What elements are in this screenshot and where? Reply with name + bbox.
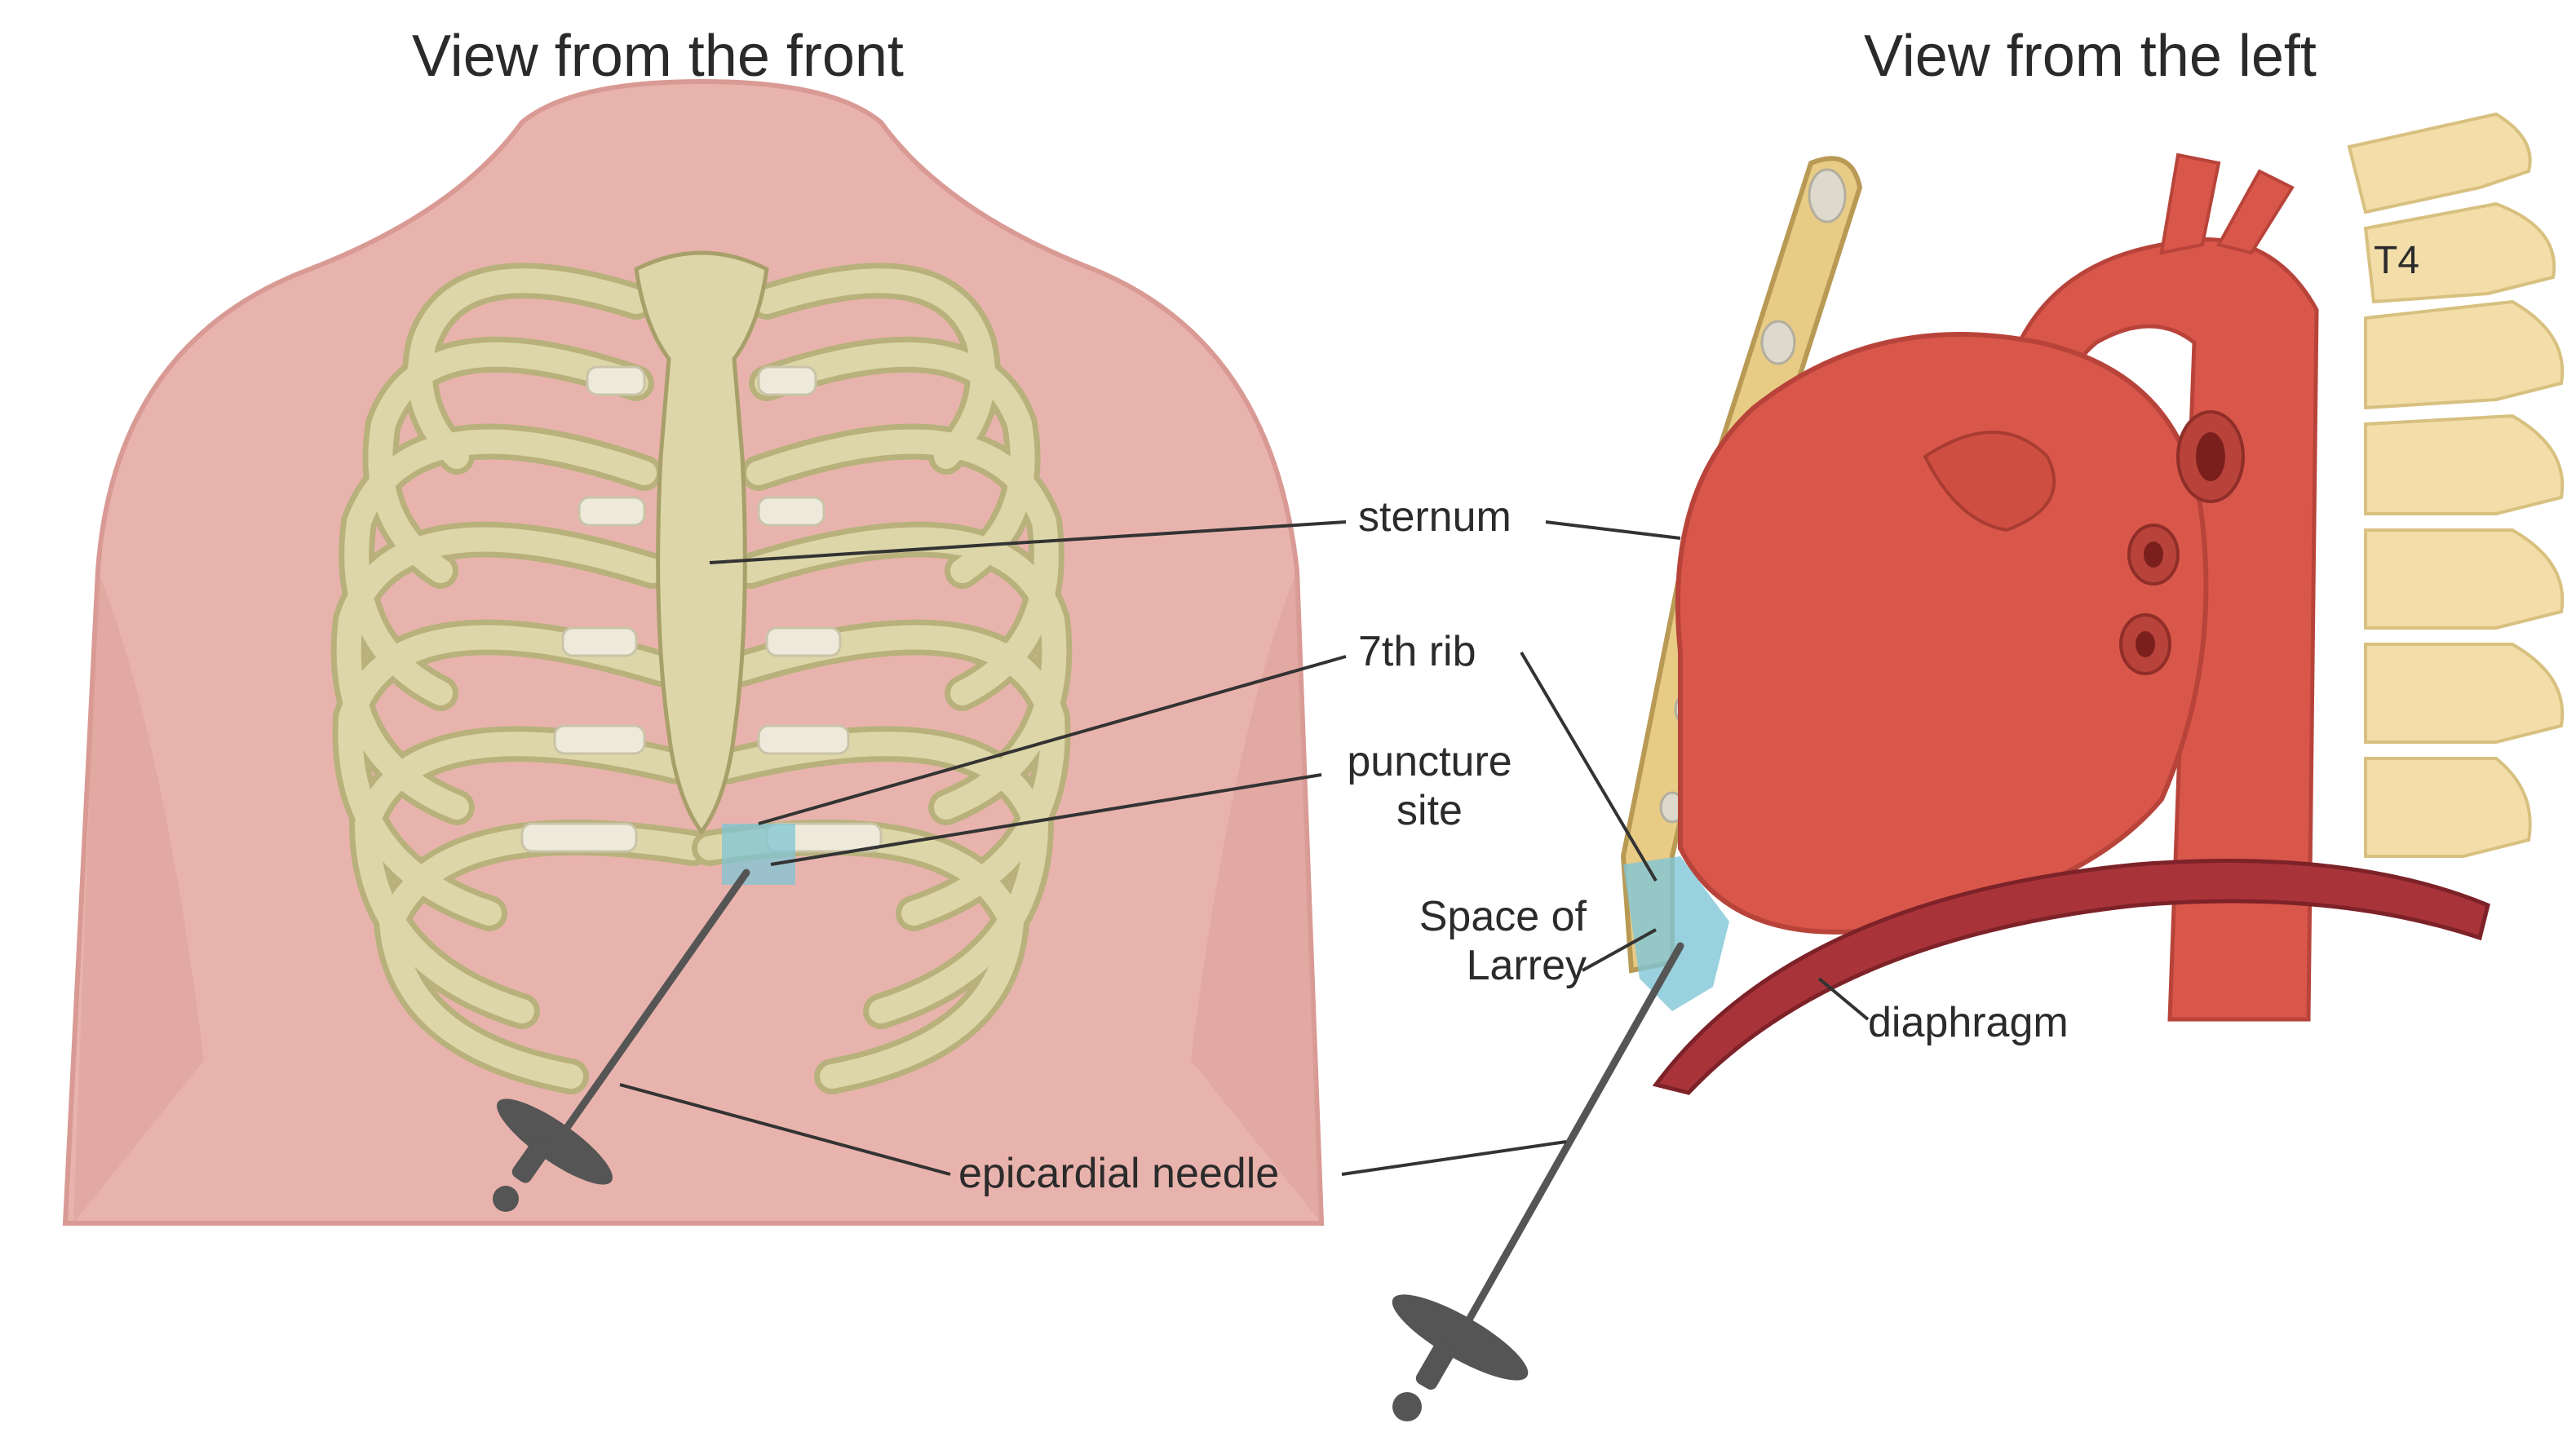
front-puncture-zone bbox=[722, 824, 795, 885]
puncture-site-label-line1: puncture bbox=[1326, 738, 1534, 787]
leader-diaphragm bbox=[1819, 979, 1868, 1019]
aortic-branches bbox=[2162, 155, 2292, 253]
vertebra-t4-label: T4 bbox=[2374, 238, 2419, 283]
leader-needle-left bbox=[1342, 1142, 1566, 1174]
puncture-site-label: puncture site bbox=[1326, 738, 1534, 836]
epicardial-needle-label: epicardial needle bbox=[958, 1150, 1279, 1199]
space-of-larrey-label-line1: Space of bbox=[1399, 893, 1587, 942]
seventh-rib-label: 7th rib bbox=[1358, 628, 1476, 677]
leader-sternum-left bbox=[1546, 522, 1680, 538]
front-view-illustration bbox=[65, 82, 1321, 1223]
left-epicardial-needle bbox=[1383, 946, 1680, 1421]
diaphragm-label: diaphragm bbox=[1868, 999, 2069, 1048]
front-view-title: View from the front bbox=[412, 23, 904, 91]
left-view-illustration bbox=[1383, 114, 2563, 1421]
space-of-larrey-label-line2: Larrey bbox=[1399, 942, 1587, 991]
sternum-label: sternum bbox=[1358, 493, 1512, 542]
leader-7th-rib-left bbox=[1521, 652, 1656, 881]
space-of-larrey-label: Space of Larrey bbox=[1399, 893, 1587, 991]
left-view-title: View from the left bbox=[1864, 23, 2317, 91]
puncture-site-label-line2: site bbox=[1326, 787, 1534, 836]
thoracic-spine bbox=[2349, 114, 2562, 856]
